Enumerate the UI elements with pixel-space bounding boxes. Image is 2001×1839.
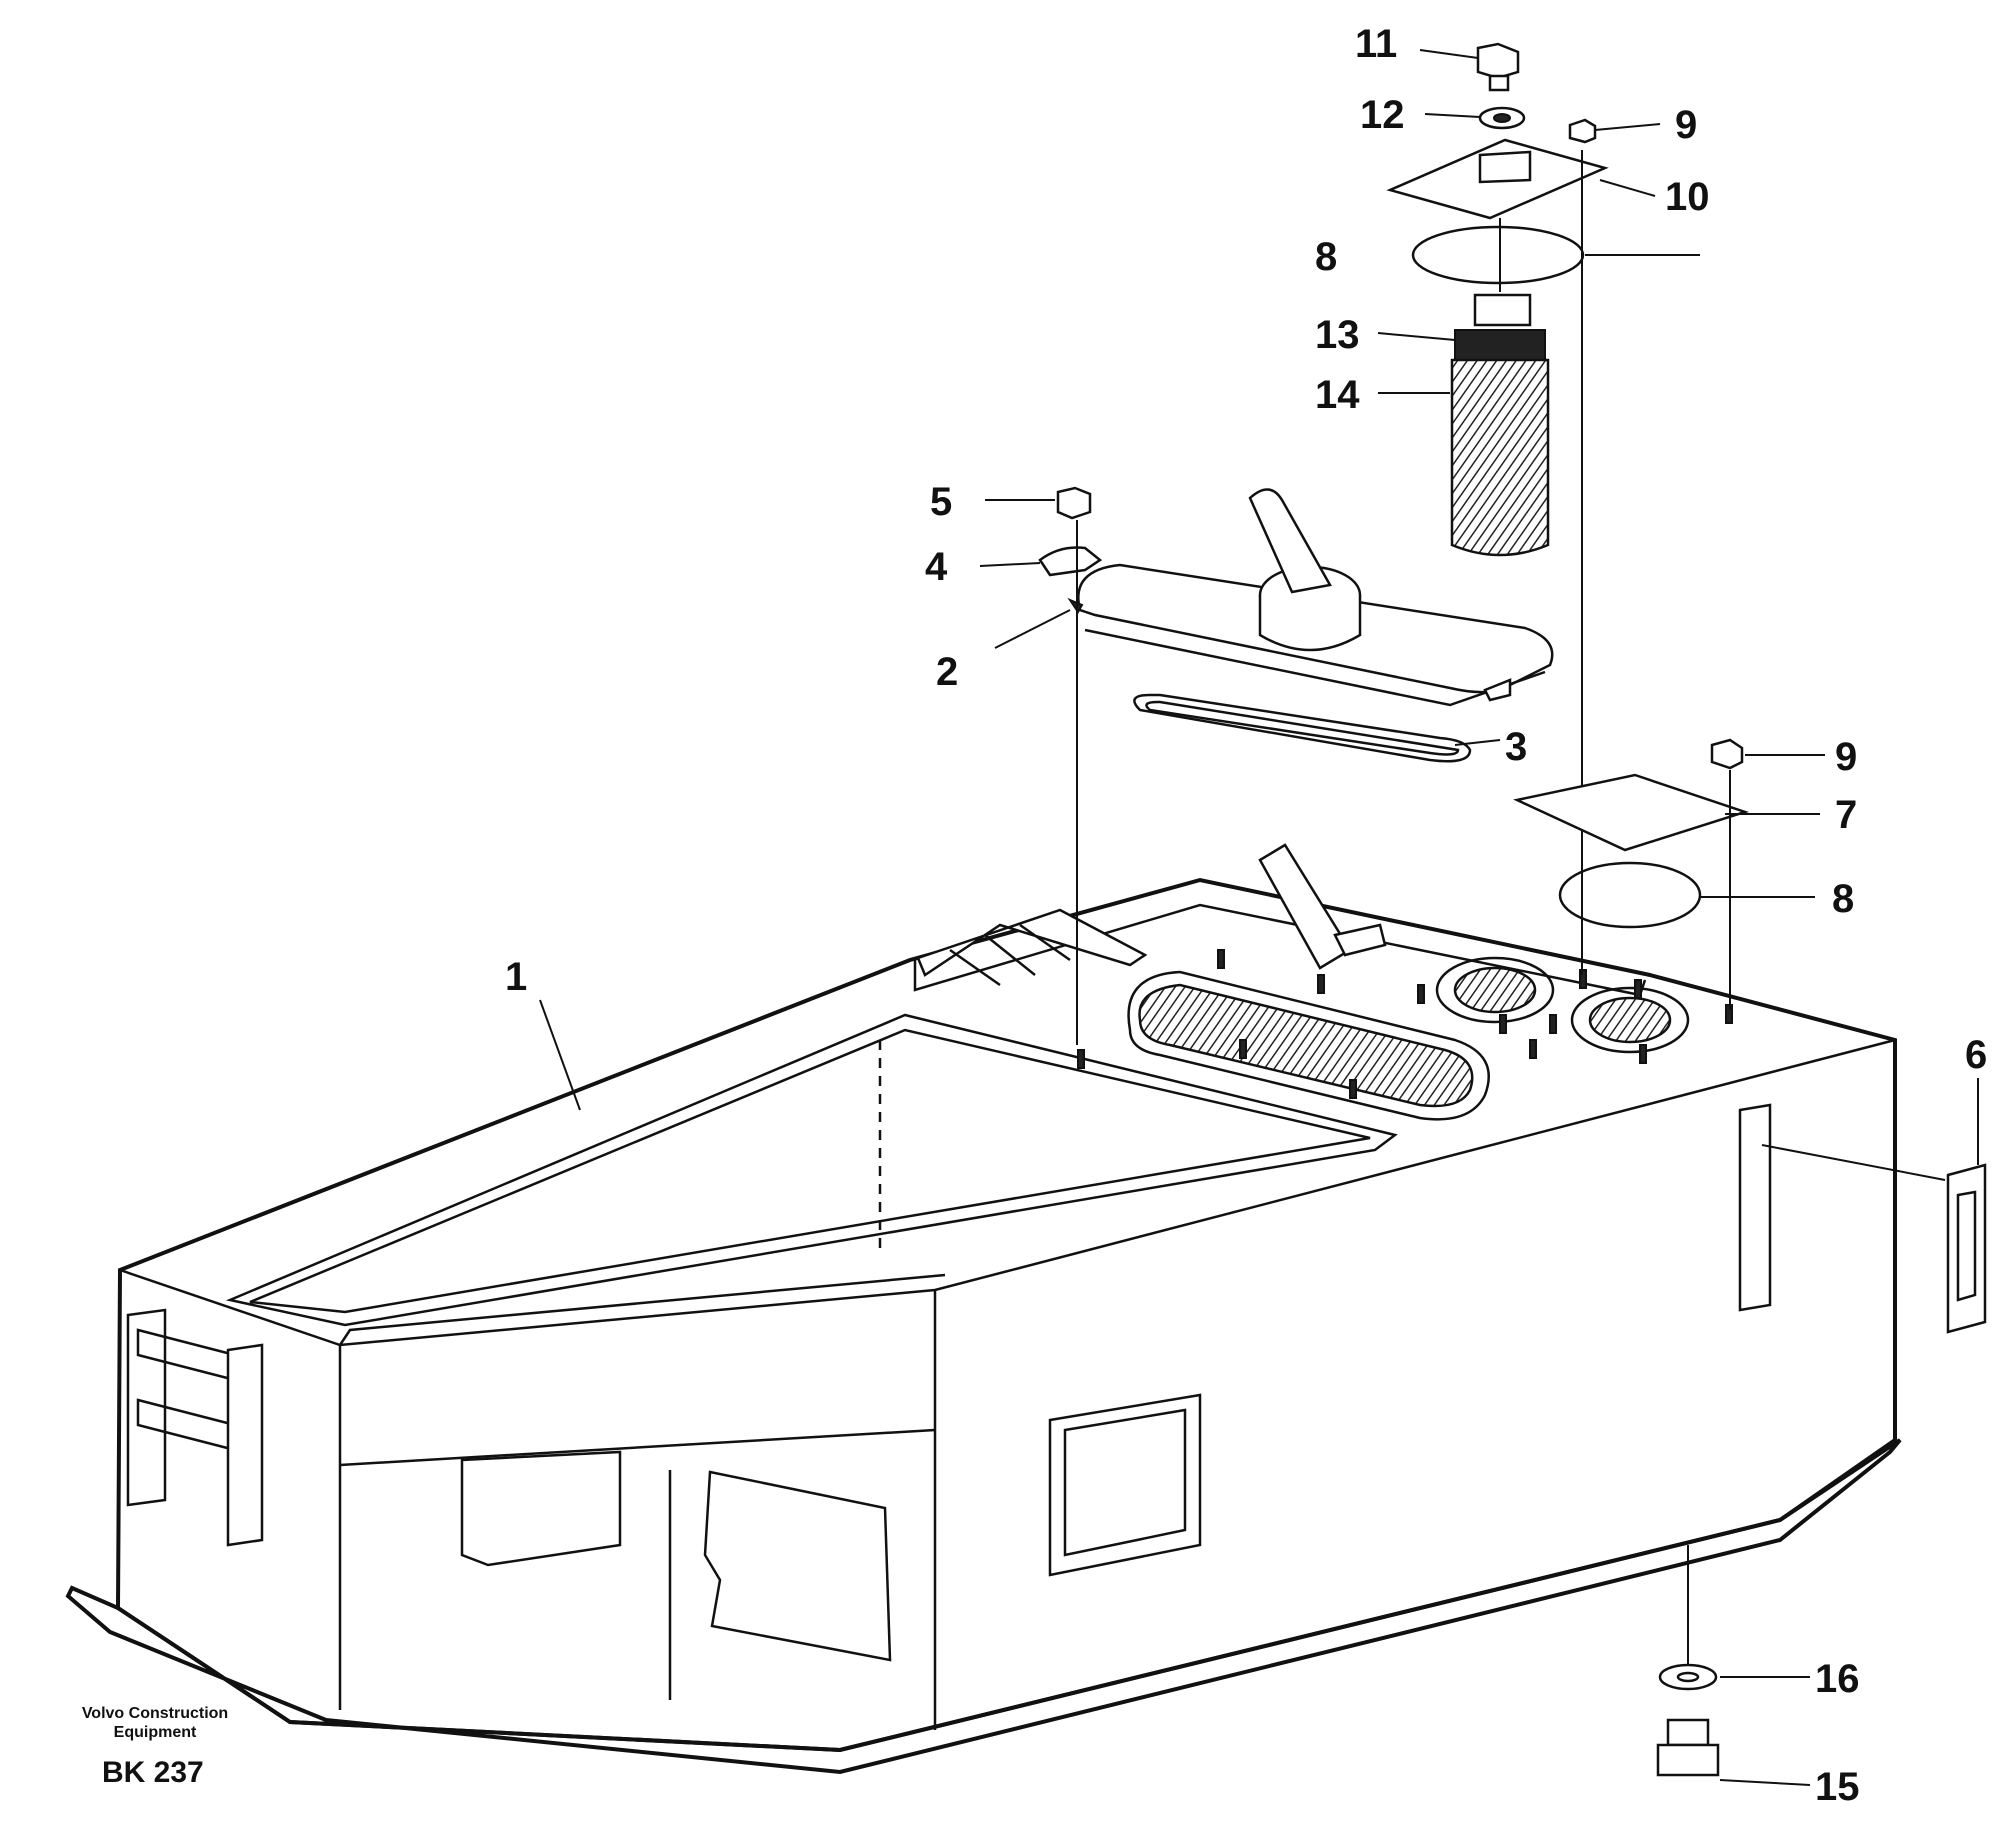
tank-studs: [1077, 949, 1733, 1099]
filter-assembly: [1386, 42, 1609, 975]
callout-leaders: [539, 49, 1979, 1786]
drain-plug: [1656, 1545, 1720, 1777]
callout-12: 12: [1360, 93, 1405, 137]
clamp-and-nut: [1038, 486, 1103, 1045]
callout-13: 13: [1315, 313, 1360, 357]
callout-1: 1: [505, 955, 527, 999]
brand-line-2: Equipment: [114, 1724, 197, 1741]
callout-11: 11: [1355, 22, 1397, 66]
callout-9-bottom: 9: [1835, 735, 1857, 779]
sight-glass: [1761, 1144, 1987, 1334]
callout-15: 15: [1815, 1765, 1860, 1809]
cover-gasket: [1133, 693, 1472, 763]
callout-3: 3: [1505, 725, 1527, 769]
callout-9-top: 9: [1675, 103, 1697, 147]
callout-2: 2: [936, 650, 958, 694]
callout-8-bottom: 8: [1832, 877, 1854, 921]
inspection-cover: [1513, 738, 1750, 1010]
callout-14: 14: [1315, 373, 1360, 417]
footer-caption: Volvo Construction Equipment BK 237: [82, 1705, 228, 1789]
callout-10: 10: [1665, 175, 1710, 219]
top-cover: [1067, 488, 1554, 707]
figure-code: BK 237: [102, 1756, 204, 1789]
callout-numbers: 1 2 3 4 5 6 7 8 8 9 9 10 11 12 13 14 15 …: [505, 22, 1987, 1809]
callout-5: 5: [930, 480, 952, 524]
callout-4: 4: [925, 545, 948, 589]
callout-6: 6: [1965, 1033, 1987, 1077]
tank-body: [65, 843, 1902, 1775]
callout-16: 16: [1815, 1657, 1860, 1701]
callout-8-top: 8: [1315, 235, 1337, 279]
callout-7: 7: [1835, 793, 1857, 837]
brand-line-1: Volvo Construction: [82, 1705, 228, 1722]
